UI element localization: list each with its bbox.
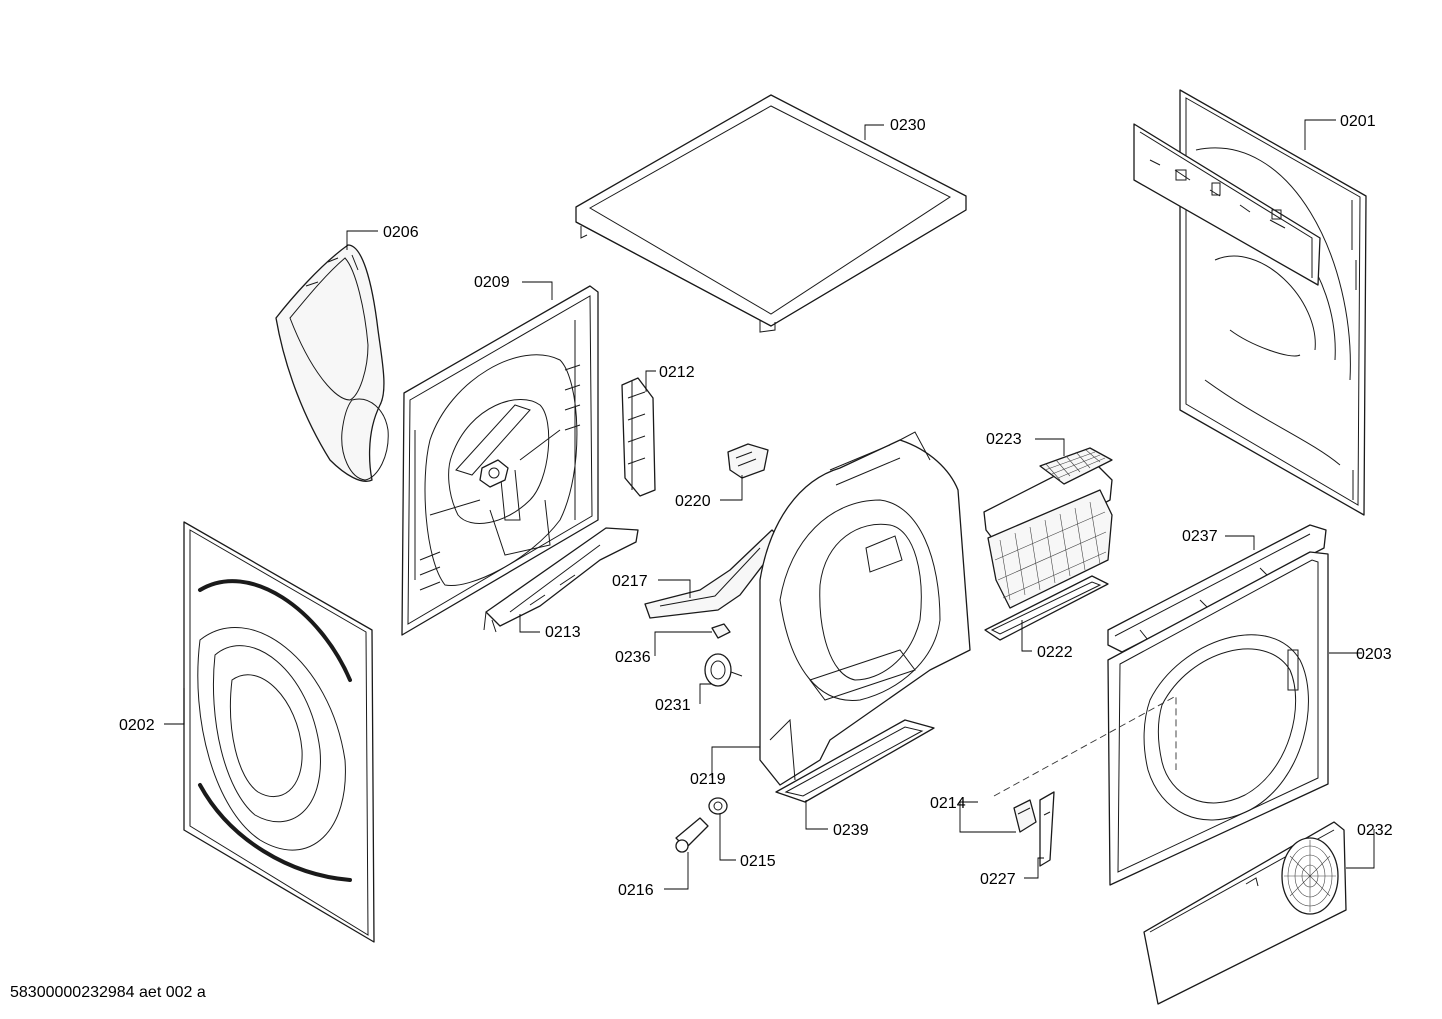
label-0213: 0213: [545, 624, 581, 641]
part-0203-front-panel[interactable]: [1107, 551, 1329, 886]
part-0230-top-cover[interactable]: [575, 94, 967, 333]
label-0214: 0214: [930, 795, 966, 812]
label-0202: 0202: [119, 717, 155, 734]
label-0216: 0216: [618, 882, 654, 899]
part-0206-seal-ring[interactable]: [275, 244, 389, 482]
label-0215: 0215: [740, 853, 776, 870]
label-0203: 0203: [1356, 646, 1392, 663]
part-0202-left-side-panel[interactable]: [183, 521, 375, 943]
part-0223-filter-housing[interactable]: [983, 447, 1113, 609]
label-0212: 0212: [659, 364, 695, 381]
part-0201-right-side-panel[interactable]: [1179, 89, 1367, 516]
part-0227-hook[interactable]: [1039, 791, 1055, 867]
part-0219-front-frame[interactable]: [759, 431, 971, 786]
door-alignment-line: [993, 695, 1177, 797]
label-0232: 0232: [1357, 822, 1393, 839]
part-0201-mounting-bracket[interactable]: [1133, 123, 1321, 286]
part-number-labels: 0230 0201 0206 0209 0212 0220 0223 0237 …: [119, 113, 1393, 899]
label-0230: 0230: [890, 117, 926, 134]
part-0232-plinth-grille[interactable]: [1143, 821, 1347, 1005]
label-0231: 0231: [655, 697, 691, 714]
part-0212-bracket[interactable]: [621, 377, 656, 497]
part-0215-nut[interactable]: [708, 797, 728, 815]
part-0222-filter-seal[interactable]: [984, 575, 1109, 641]
label-0206: 0206: [383, 224, 419, 241]
label-0217: 0217: [612, 573, 648, 590]
label-0223: 0223: [986, 431, 1022, 448]
part-0239-gasket[interactable]: [775, 719, 935, 803]
part-0237-top-rail[interactable]: [1107, 524, 1327, 653]
part-0209-rear-panel[interactable]: [401, 285, 599, 636]
label-0219: 0219: [690, 771, 726, 788]
part-0213-strut[interactable]: [483, 527, 639, 633]
part-0214-door-latch[interactable]: [1013, 799, 1037, 833]
part-0216-valve[interactable]: [675, 817, 709, 853]
leader-lines: [164, 119, 1375, 890]
label-0237: 0237: [1182, 528, 1218, 545]
label-0239: 0239: [833, 822, 869, 839]
label-0222: 0222: [1037, 644, 1073, 661]
label-0227: 0227: [980, 871, 1016, 888]
label-0220: 0220: [675, 493, 711, 510]
part-0231-knob[interactable]: [704, 653, 743, 687]
label-0236: 0236: [615, 649, 651, 666]
part-0220-switch[interactable]: [727, 443, 769, 479]
label-0209: 0209: [474, 274, 510, 291]
document-id: 58300000232984 aet 002 a: [10, 984, 206, 1001]
label-0201: 0201: [1340, 113, 1376, 130]
part-0236-clip[interactable]: [711, 623, 731, 639]
